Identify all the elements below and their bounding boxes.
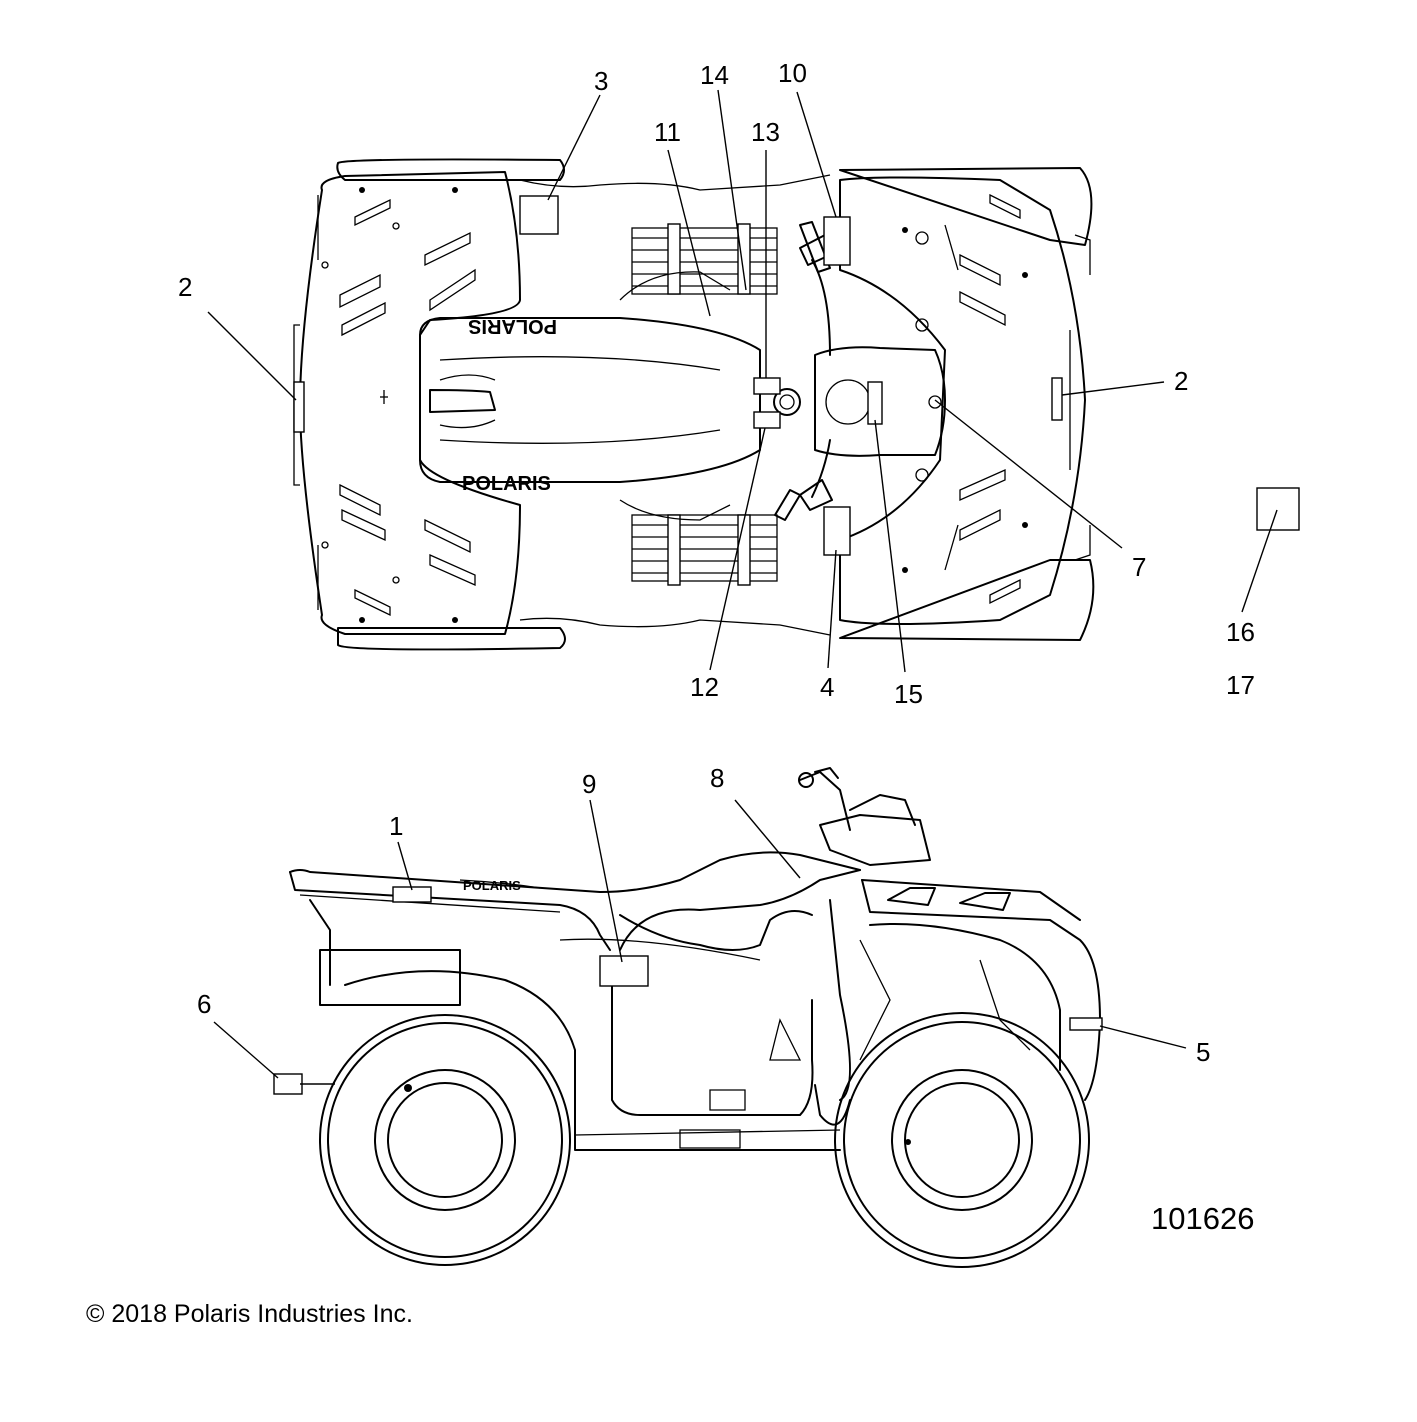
callout-11: 11: [654, 117, 681, 147]
decal-12: [753, 411, 781, 429]
decal-13: [753, 377, 781, 395]
left-footrest: [631, 223, 778, 295]
callout-4: 4: [820, 672, 834, 702]
part-number: 101626: [1151, 1201, 1254, 1236]
callout-16: 16: [1226, 617, 1255, 647]
callout-1: 1: [389, 811, 403, 841]
copyright-notice: © 2018 Polaris Industries Inc.: [86, 1300, 413, 1328]
decal-9: [599, 955, 649, 987]
decal-4: [823, 506, 851, 556]
decal-1: [392, 886, 432, 903]
callout-2-rear: 2: [178, 272, 192, 302]
callout-labels: 1 2 2 3 4 5 6 7 8 9 10 11 12 13 14 15 16…: [178, 58, 1255, 1067]
decal-2-front: [1051, 377, 1063, 421]
callout-14: 14: [700, 60, 729, 90]
leader-lines: [207, 89, 1278, 1085]
polaris-logo-bottom: POLARIS: [462, 473, 551, 495]
polaris-logo-side: POLARIS: [463, 878, 521, 893]
atv-top-view: POLARIS POLARIS: [293, 158, 1095, 651]
callout-5: 5: [1196, 1037, 1210, 1067]
decal-15: [867, 381, 883, 425]
callout-9: 9: [582, 769, 596, 799]
callout-7: 7: [1132, 552, 1146, 582]
decal-10: [823, 216, 851, 266]
callout-12: 12: [690, 672, 719, 702]
callout-15: 15: [894, 679, 923, 709]
decal-16: [1256, 487, 1300, 531]
callout-3: 3: [594, 66, 608, 96]
callout-2-front: 2: [1174, 366, 1188, 396]
decal-6: [273, 1073, 303, 1095]
atv-side-view: POLARIS: [273, 767, 1103, 1268]
callout-13: 13: [751, 117, 780, 147]
decal-5: [1069, 1017, 1103, 1031]
decal-3: [519, 195, 559, 235]
polaris-logo-top: POLARIS: [468, 315, 557, 337]
callout-10: 10: [778, 58, 807, 88]
callout-6: 6: [197, 989, 211, 1019]
callout-8: 8: [710, 763, 724, 793]
right-footrest: [631, 514, 778, 586]
callout-17: 17: [1226, 670, 1255, 700]
